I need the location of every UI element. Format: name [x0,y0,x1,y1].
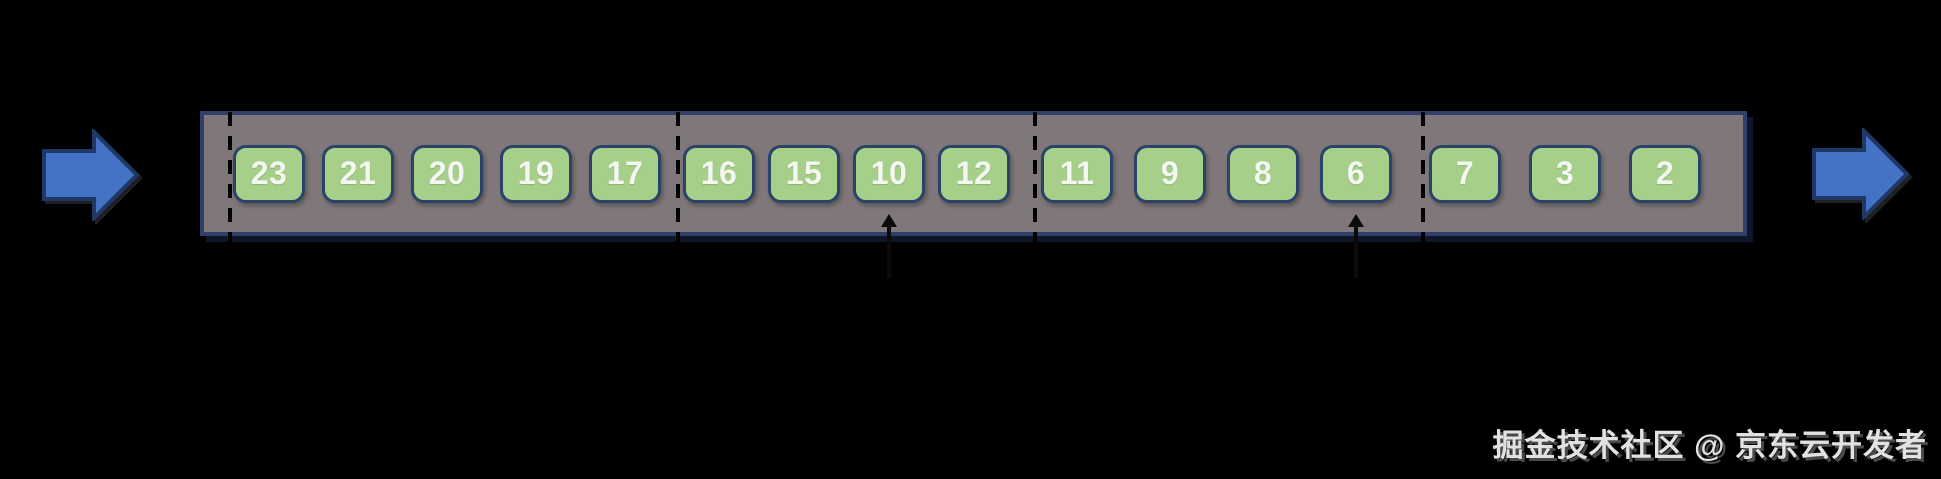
item-box: 20 [411,144,483,203]
item-box: 12 [938,144,1010,203]
segment-group: 23 21 20 19 17 [230,111,678,236]
item-box: 2 [1629,144,1701,203]
item-box: 21 [322,144,394,203]
item-box: 17 [589,144,661,203]
item-box: 15 [768,144,840,203]
item-box: 7 [1429,144,1501,203]
item-box: 11 [1041,144,1113,203]
item-box: 9 [1134,144,1206,203]
segment-divider [228,112,232,243]
arrow-up-icon [1348,214,1364,278]
arrow-up-icon [881,214,897,278]
flow-out-arrow-right-icon [1812,128,1910,220]
watermark-text: 掘金技术社区 @ 京东云开发者 [1492,428,1927,463]
item-box: 19 [500,144,572,203]
item-box: 3 [1529,144,1601,203]
item-box: 6 [1320,144,1392,203]
item-box: 23 [233,144,305,203]
segment-divider [1421,112,1425,243]
item-box: 16 [683,144,755,203]
segment-divider [1033,112,1037,243]
item-box: 10 [853,144,925,203]
segment-divider [676,112,680,243]
flow-in-arrow-right-icon [42,129,140,221]
item-box: 8 [1227,144,1299,203]
